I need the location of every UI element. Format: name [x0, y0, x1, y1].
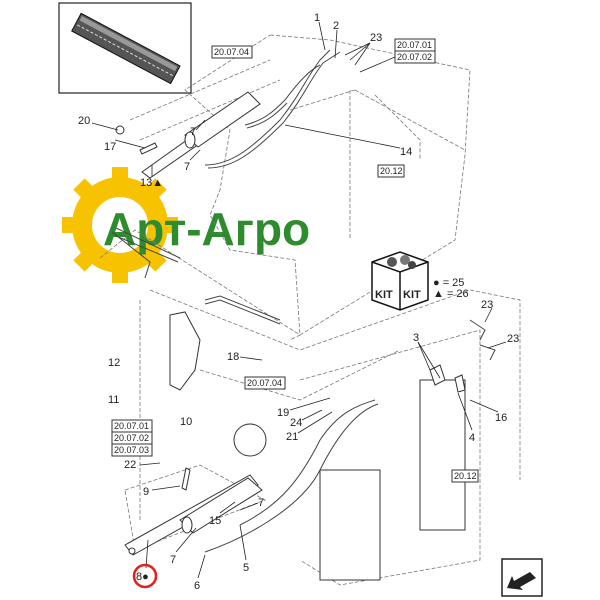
- kit-legend-triangle: ▲ = 26: [433, 288, 469, 300]
- watermark-text: Арт-Агро: [103, 203, 310, 255]
- leader-lines: [91, 21, 507, 579]
- ref-20-07-04[interactable]: 20.07.04: [214, 47, 249, 57]
- lower-cylinder: [124, 467, 263, 556]
- callout-20: 20: [78, 115, 90, 127]
- kit-label: KIT: [375, 289, 393, 301]
- ref-20-07-02[interactable]: 20.07.02: [397, 52, 432, 62]
- callout-8[interactable]: 8●: [136, 571, 149, 583]
- callout-11: 11: [108, 394, 119, 406]
- ref-20-12[interactable]: 20.12: [380, 166, 403, 176]
- callout-22: 22: [124, 459, 136, 471]
- highlight-circle: [132, 563, 158, 589]
- callout-24: 24: [290, 417, 302, 429]
- callout-13: 13▲: [140, 177, 163, 189]
- ref-20-07-04[interactable]: 20.07.04: [247, 378, 282, 388]
- upper-cylinder: [115, 91, 261, 179]
- callout-12: 12: [108, 357, 120, 369]
- callout-21: 21: [286, 431, 298, 443]
- callout-1: 1: [314, 12, 320, 24]
- watermark-logo: Арт-Агро: [62, 167, 310, 283]
- callout-18: 18: [227, 351, 239, 363]
- reference-boxes: 20.07.04 20.07.01 20.07.02 20.12 20.07.0…: [111, 38, 479, 483]
- callout-10: 10: [180, 416, 192, 428]
- callout-17: 17: [104, 141, 116, 153]
- ref-20-07-02[interactable]: 20.07.02: [114, 433, 149, 443]
- ref-20-07-03[interactable]: 20.07.03: [114, 445, 149, 455]
- header-thumbnail: [58, 2, 192, 94]
- callout-15: 15: [209, 515, 221, 527]
- direction-arrow-icon[interactable]: [501, 558, 543, 597]
- callout-6: 6: [194, 580, 200, 592]
- lower-hoses: [111, 227, 496, 553]
- ref-20-07-01[interactable]: 20.07.01: [397, 40, 432, 50]
- callout-7: 7: [258, 497, 264, 509]
- kit-label: KIT: [403, 289, 421, 301]
- callout-23: 23: [507, 333, 519, 345]
- callout-7: 7: [170, 554, 176, 566]
- callout-23: 23: [370, 32, 382, 44]
- callout-7: 7: [184, 161, 190, 173]
- upper-hoses: [204, 49, 341, 169]
- callout-5: 5: [243, 562, 249, 574]
- upper-frame: [129, 34, 471, 336]
- ref-20-12[interactable]: 20.12: [454, 471, 477, 481]
- kit-legend-dot: ● = 25: [433, 277, 464, 289]
- callout-16: 16: [495, 412, 507, 424]
- lower-frame: [99, 229, 521, 586]
- callout-2: 2: [333, 20, 339, 32]
- callout-9: 9: [143, 486, 149, 498]
- callout-19: 19: [277, 407, 289, 419]
- kit-box-icon: [371, 251, 429, 311]
- callout-3: 3: [413, 332, 419, 344]
- callouts: 1 2 23 20 17 7 7 13▲ 14 23 3 23 18 12 11…: [78, 12, 519, 592]
- callout-7: 7: [190, 126, 196, 138]
- callout-23: 23: [481, 299, 493, 311]
- callout-14: 14: [400, 146, 412, 158]
- callout-4: 4: [469, 432, 475, 444]
- ref-20-07-01[interactable]: 20.07.01: [114, 421, 149, 431]
